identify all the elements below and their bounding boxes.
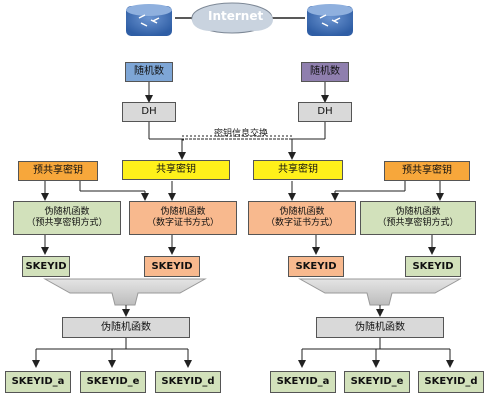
left-preshared-key: 预共享密钥	[18, 161, 98, 181]
right-skeyid-d: SKEYID_d	[418, 371, 484, 393]
left-prf-psk-line2: （预共享密钥方式）	[26, 218, 108, 228]
left-skeyid-cert: SKEYID	[144, 256, 200, 277]
right-skeyid-psk: SKEYID	[405, 256, 461, 277]
right-skeyid-a: SKEYID_a	[270, 371, 336, 393]
left-shared-key: 共享密钥	[122, 160, 230, 180]
merge-funnel-left	[43, 278, 207, 306]
left-prf-cert: 伪随机函数 （数字证书方式）	[129, 201, 237, 235]
key-exchange-dotted	[181, 138, 292, 148]
right-shared-key: 共享密钥	[253, 160, 343, 180]
right-prf-box: 伪随机函数	[316, 317, 444, 338]
right-prf-psk: 伪随机函数 （预共享密钥方式）	[360, 201, 476, 235]
internet-label: Internet	[208, 9, 264, 23]
left-dh-box: DH	[122, 102, 176, 122]
left-skeyid-a: SKEYID_a	[5, 371, 71, 393]
router-right-icon	[307, 4, 353, 36]
left-prf-cert-line2: （数字证书方式）	[146, 218, 219, 228]
router-left-icon	[126, 4, 172, 36]
merge-funnel-right	[298, 278, 462, 306]
internet-cloud-icon	[191, 2, 273, 34]
right-prf-cert: 伪随机函数 （数字证书方式）	[248, 201, 356, 235]
left-skeyid-psk: SKEYID	[22, 256, 70, 277]
right-preshared-key: 预共享密钥	[384, 161, 470, 181]
left-prf-psk: 伪随机函数 （预共享密钥方式）	[13, 201, 121, 235]
left-skeyid-d: SKEYID_d	[155, 371, 221, 393]
left-random-number: 随机数	[125, 62, 173, 82]
left-prf-cert-line1: 伪随机函数	[160, 207, 206, 217]
right-prf-psk-line2: （预共享密钥方式）	[377, 218, 459, 228]
left-prf-psk-line1: 伪随机函数	[44, 207, 90, 217]
right-prf-cert-line2: （数字证书方式）	[265, 218, 338, 228]
left-skeyid-e: SKEYID_e	[80, 371, 146, 393]
right-prf-psk-line1: 伪随机函数	[395, 207, 441, 217]
right-skeyid-cert: SKEYID	[288, 256, 344, 277]
key-exchange-label: 密钥信息交换	[214, 129, 269, 139]
right-dh-box: DH	[298, 102, 352, 122]
left-prf-box: 伪随机函数	[62, 317, 190, 338]
right-random-number: 随机数	[301, 62, 349, 82]
right-skeyid-e: SKEYID_e	[344, 371, 410, 393]
right-prf-cert-line1: 伪随机函数	[279, 207, 325, 217]
